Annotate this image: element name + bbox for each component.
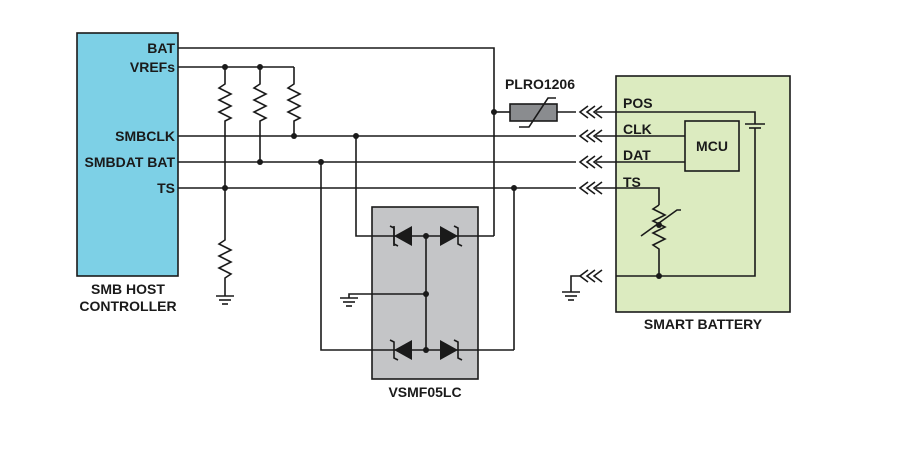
battery-pin-clk: CLK: [623, 121, 652, 137]
battery-pin-dat: DAT: [623, 147, 651, 163]
fuse-label: PLRO1206: [505, 76, 575, 92]
tvs-label: VSMF05LC: [388, 384, 461, 400]
tvs-diodes-top: [389, 225, 494, 247]
ts-pulldown-resistor: [216, 188, 234, 305]
pullup-resistor-3: [286, 67, 302, 136]
host-title-line1: SMB HOST: [91, 281, 165, 297]
tvs-diode-bottom-right: [440, 340, 458, 360]
host-pin-bat: BAT: [147, 40, 175, 56]
bus-wires: [178, 47, 576, 351]
smart-battery-title: SMART BATTERY: [644, 316, 763, 332]
fuse-plro1206: PLRO1206: [505, 76, 575, 128]
tvs-diode-bottom-left: [394, 340, 412, 360]
host-pin-smbclk: SMBCLK: [115, 128, 175, 144]
battery-pin-pos: POS: [623, 95, 653, 111]
connector-gnd: [562, 269, 603, 301]
smb-host-controller-block: [76, 32, 179, 277]
host-pin-vrefs: VREFs: [130, 59, 175, 75]
battery-pin-ts: TS: [623, 174, 641, 190]
mcu-label: MCU: [696, 138, 728, 154]
host-title-line2: CONTROLLER: [79, 298, 176, 314]
host-pin-smbdat: SMBDAT BAT: [85, 154, 176, 170]
connector-pos: [578, 105, 616, 119]
battery-thermistor: [640, 204, 681, 252]
connector-clk: [578, 129, 616, 143]
tvs-ground: [340, 236, 427, 350]
pullup-resistor-2: [252, 67, 268, 162]
battery-internal-wiring: [616, 111, 765, 277]
connector-ts: [578, 181, 616, 195]
host-pin-ts: TS: [157, 180, 175, 196]
smart-battery-block: [615, 75, 791, 313]
mcu-block: [684, 120, 740, 172]
tvs-diode-top-right: [440, 226, 458, 246]
connector-dat: [578, 155, 616, 169]
tvs-diode-top-left: [394, 226, 412, 246]
tvs-diodes-bottom: [389, 339, 514, 361]
pullup-resistor-1: [217, 67, 233, 188]
